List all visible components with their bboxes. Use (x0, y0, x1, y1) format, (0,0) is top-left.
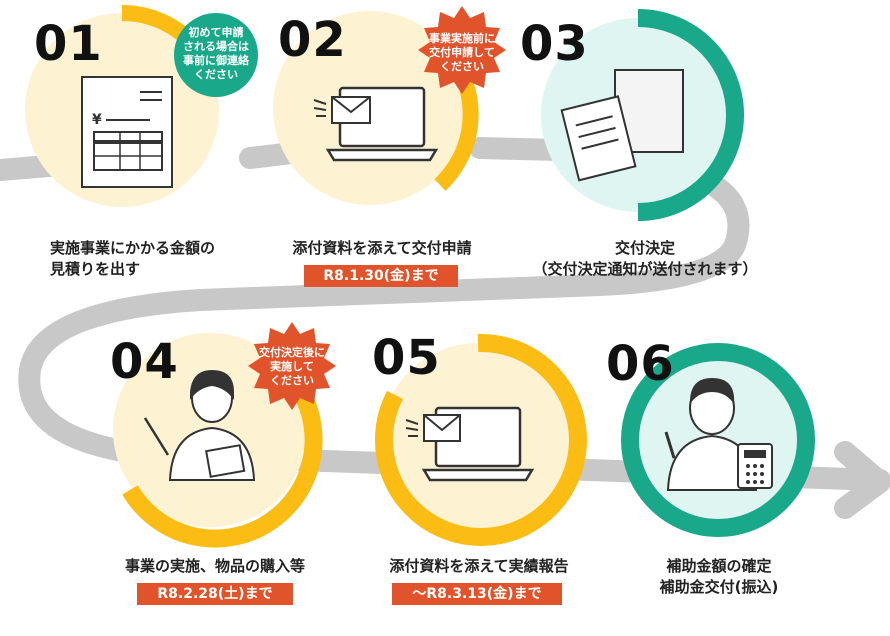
badge-01-line-3: 事前に御連絡 (183, 54, 249, 67)
step-02-deadline: R8.1.30(金)まで (304, 265, 458, 287)
flow-arrow-head (834, 441, 890, 519)
step-03-caption: 交付決定 （交付決定通知が送付されます） (510, 238, 780, 280)
laptop-mail-icon-02 (313, 86, 439, 162)
badge-02-line-2: 交付申請して (429, 46, 495, 59)
step-02-caption: 添付資料を添えて交付申請 (272, 238, 492, 259)
step-01-caption-line-2: 見積りを出す (50, 260, 141, 278)
documents-envelope-icon (560, 69, 684, 182)
step-03-caption-line-2: （交付決定通知が送付されます） (532, 260, 758, 278)
step-number-01: 01 (34, 16, 103, 72)
badge-01 (174, 13, 258, 97)
badge-02-text: 事業実施前に 交付申請して ください (416, 32, 508, 74)
badge-01-text: 初めて申請 される場合は 事前に御連絡 ください (174, 26, 258, 82)
badge-04-line-2: 実施して (270, 360, 314, 373)
badge-01-line-2: される場合は (183, 40, 249, 53)
step-05-deadline: ～R8.3.13(金)まで (392, 583, 562, 605)
badge-04 (248, 322, 336, 410)
laptop-mail-icon-05 (405, 406, 535, 482)
badge-04-line-1: 交付決定後に (259, 346, 325, 359)
badge-02-line-3: ください (440, 60, 484, 73)
step-06-caption-line-2: 補助金交付(振込) (659, 578, 779, 596)
step-02-caption-line-1: 添付資料を添えて交付申請 (292, 239, 472, 257)
step-05-caption-line-1: 添付資料を添えて実績報告 (389, 557, 569, 575)
step-number-06: 06 (606, 336, 675, 392)
badge-04-text: 交付決定後に 実施して ください (246, 346, 338, 388)
badge-04-line-3: ください (270, 374, 314, 387)
step-06-caption-line-1: 補助金額の確定 (666, 557, 772, 575)
step-number-03: 03 (520, 16, 589, 72)
step-04-caption: 事業の実施、物品の購入等 (100, 556, 330, 577)
presenter-icon (143, 370, 256, 481)
step-06-caption: 補助金額の確定 補助金交付(振込) (624, 556, 814, 598)
badge-02 (418, 6, 506, 94)
step-number-05: 05 (372, 330, 441, 386)
step-number-04: 04 (110, 334, 179, 390)
badge-01-line-1: 初めて申請 (188, 26, 244, 39)
step-01-caption-line-1: 実施事業にかかる金額の (50, 239, 216, 257)
step-number-02: 02 (278, 12, 347, 68)
badge-02-line-1: 事業実施前に (429, 32, 495, 45)
step-05-caption: 添付資料を添えて実績報告 (364, 556, 594, 577)
step-04-deadline: R8.2.28(土)まで (137, 583, 293, 605)
person-calculator-icon (664, 378, 773, 491)
step-03-caption-line-1: 交付決定 (614, 239, 675, 257)
invoice-icon: ¥ (81, 76, 173, 188)
step-04-caption-line-1: 事業の実施、物品の購入等 (124, 557, 305, 575)
badge-01-line-4: ください (194, 68, 238, 81)
step-01-caption: 実施事業にかかる金額の 見積りを出す (50, 238, 270, 280)
svg-text:¥: ¥ (92, 112, 102, 128)
